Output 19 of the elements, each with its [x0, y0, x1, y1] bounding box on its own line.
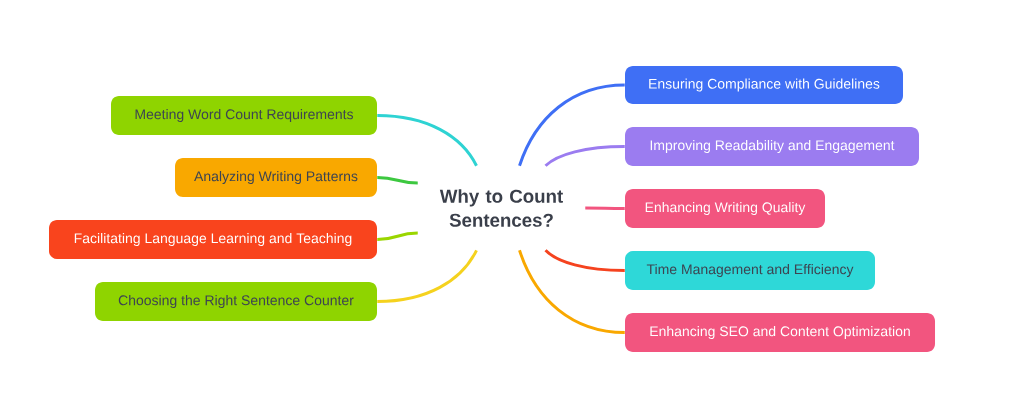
connector — [377, 231, 418, 241]
topic-box: Ensuring Compliance with Guidelines — [625, 66, 903, 104]
connector — [518, 249, 625, 334]
connector — [544, 249, 625, 272]
connector — [518, 83, 625, 167]
topic-box: Meeting Word Count Requirements — [111, 96, 377, 135]
topic-box: Analyzing Writing Patterns — [175, 158, 377, 197]
connector — [585, 206, 625, 210]
connector — [377, 249, 478, 303]
topic-box: Enhancing SEO and Content Optimization — [625, 313, 935, 352]
topic-box: Time Management and Efficiency — [625, 251, 875, 290]
topic-box: Improving Readability and Engagement — [625, 127, 919, 166]
connector — [377, 114, 478, 167]
connector — [544, 145, 625, 167]
topic-box: Enhancing Writing Quality — [625, 189, 825, 228]
topic-box: Facilitating Language Learning and Teaching — [49, 220, 377, 259]
topic-box: Choosing the Right Sentence Counter — [95, 282, 377, 321]
connector — [377, 176, 418, 185]
central-topic: Why to Count Sentences? — [439, 189, 563, 227]
